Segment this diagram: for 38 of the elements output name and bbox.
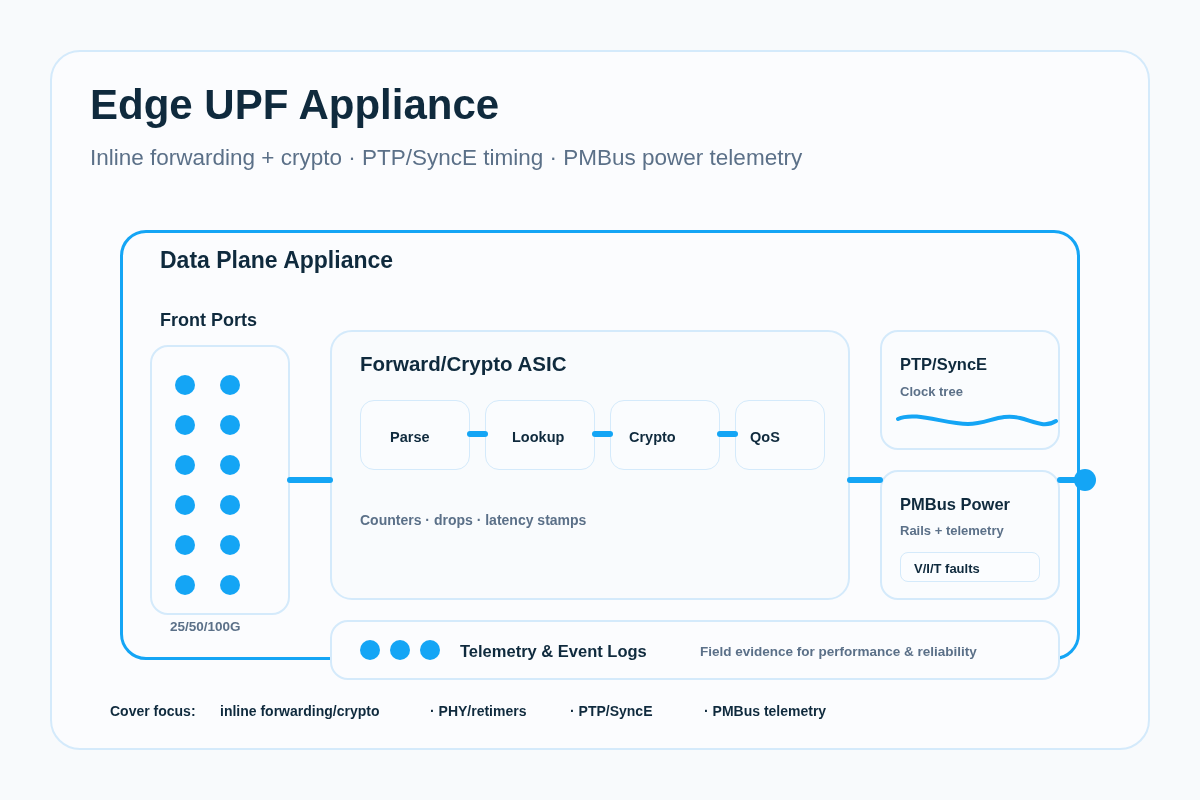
module-description: Clock tree [900, 382, 963, 400]
connector-line [592, 431, 613, 437]
focus-item: · PTP/SyncE [570, 702, 653, 720]
subtitle: Inline forwarding + crypto · PTP/SyncE timing · PMBus power telemetry [90, 143, 803, 172]
connector-line [287, 477, 333, 483]
panel-description: Field evidence for performance & reliability [700, 643, 977, 661]
focus-item: · PMBus telemetry [704, 702, 827, 720]
connector-line [467, 431, 488, 437]
module-card [880, 330, 1060, 450]
connector-line [1057, 469, 1096, 491]
log-panel [330, 620, 1060, 680]
focus-item: inline forwarding/crypto [220, 702, 380, 720]
tag-label: V/I/T faults [914, 559, 980, 577]
stage-label: Parse [390, 427, 430, 447]
pipeline-stage [360, 400, 470, 470]
title: Edge UPF Appliance [90, 79, 500, 130]
module-card [880, 470, 1060, 600]
connector-line [847, 477, 883, 483]
block-description: Counters · drops · latency stamps [360, 511, 587, 529]
section-heading: Front Ports [160, 308, 257, 332]
pipeline-stage [610, 400, 720, 470]
pipeline-stage [485, 400, 595, 470]
stage-label: QoS [750, 427, 780, 447]
connector-line [717, 431, 738, 437]
stage-label: Crypto [629, 427, 676, 447]
panel-title: Telemetry & Event Logs [460, 640, 647, 662]
fault-tag [900, 552, 1040, 582]
module-description: Rails + telemetry [900, 521, 1004, 539]
block-title: Forward/Crypto ASIC [360, 350, 567, 377]
focus-item: · PHY/retimers [430, 702, 527, 720]
focus-label: Cover focus: [110, 702, 196, 720]
module-title: PMBus Power [900, 493, 1011, 515]
asic-block [330, 330, 850, 600]
port-speed-caption: 25/50/100G [170, 618, 241, 636]
frame-title: Data Plane Appliance [160, 246, 394, 275]
stage-label: Lookup [512, 427, 565, 447]
pipeline-stage [735, 400, 825, 470]
module-title: PTP/SyncE [900, 353, 988, 375]
